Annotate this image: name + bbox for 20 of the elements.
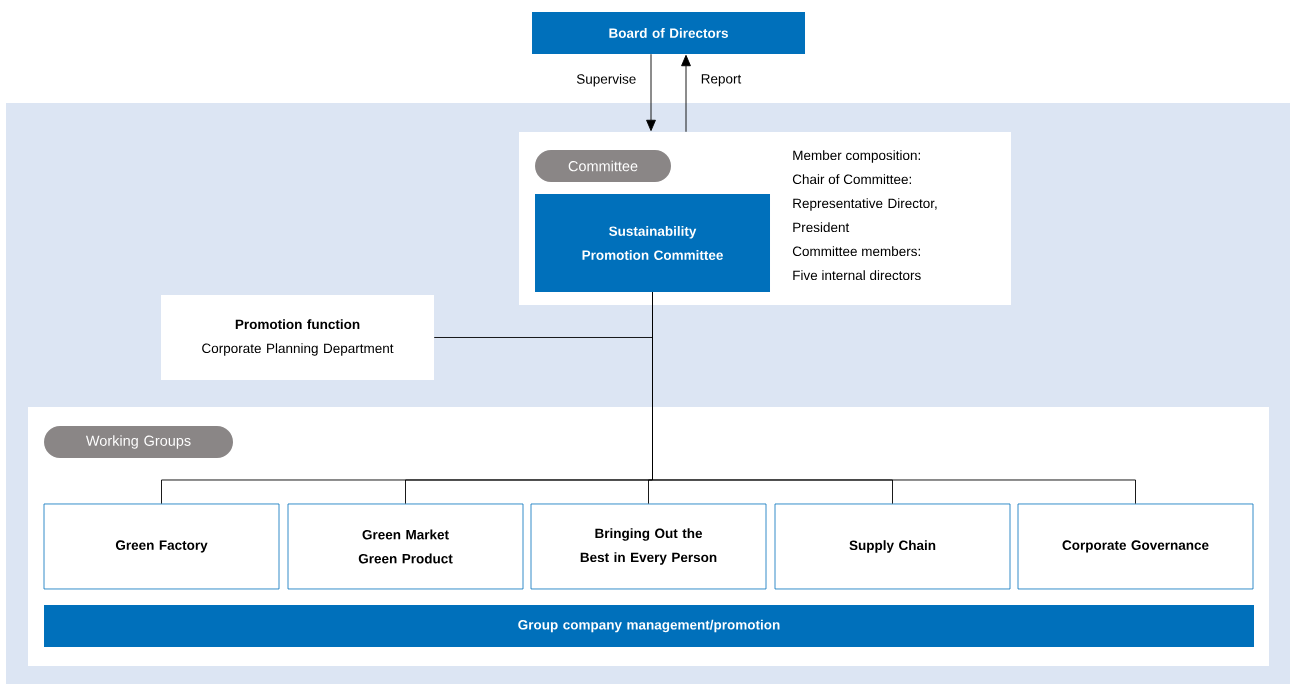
board-box: Board of Directors [532,12,805,54]
edge-label: Supervise [575,72,638,88]
note-text: Committee members: [792,246,920,257]
category-pill: Working Groups [44,426,233,458]
connector [652,291,1136,505]
note-text: Member composition: [793,150,920,163]
connector [681,54,691,133]
note-text: Chair of Committee: [792,174,911,185]
working-group-box: Supply Chain [774,503,1011,590]
note-text: Representative Director, President [793,198,937,233]
function-box: Promotion function Corporate Planning Department [161,295,434,380]
committee-box: Sustainability Promotion Committee [535,194,770,292]
working-group-box: Green Market Green Product [287,503,524,590]
note-text: Five internal directors [793,270,921,281]
connector [646,53,656,132]
working-group-box: Bringing Out the Best in Every Person [530,503,767,590]
working-group-box: Green Factory [43,503,280,590]
management-bar: Group company management/promotion [44,605,1254,647]
working-group-box: Corporate Governance [1017,503,1254,590]
edge-label: Report [699,73,743,88]
